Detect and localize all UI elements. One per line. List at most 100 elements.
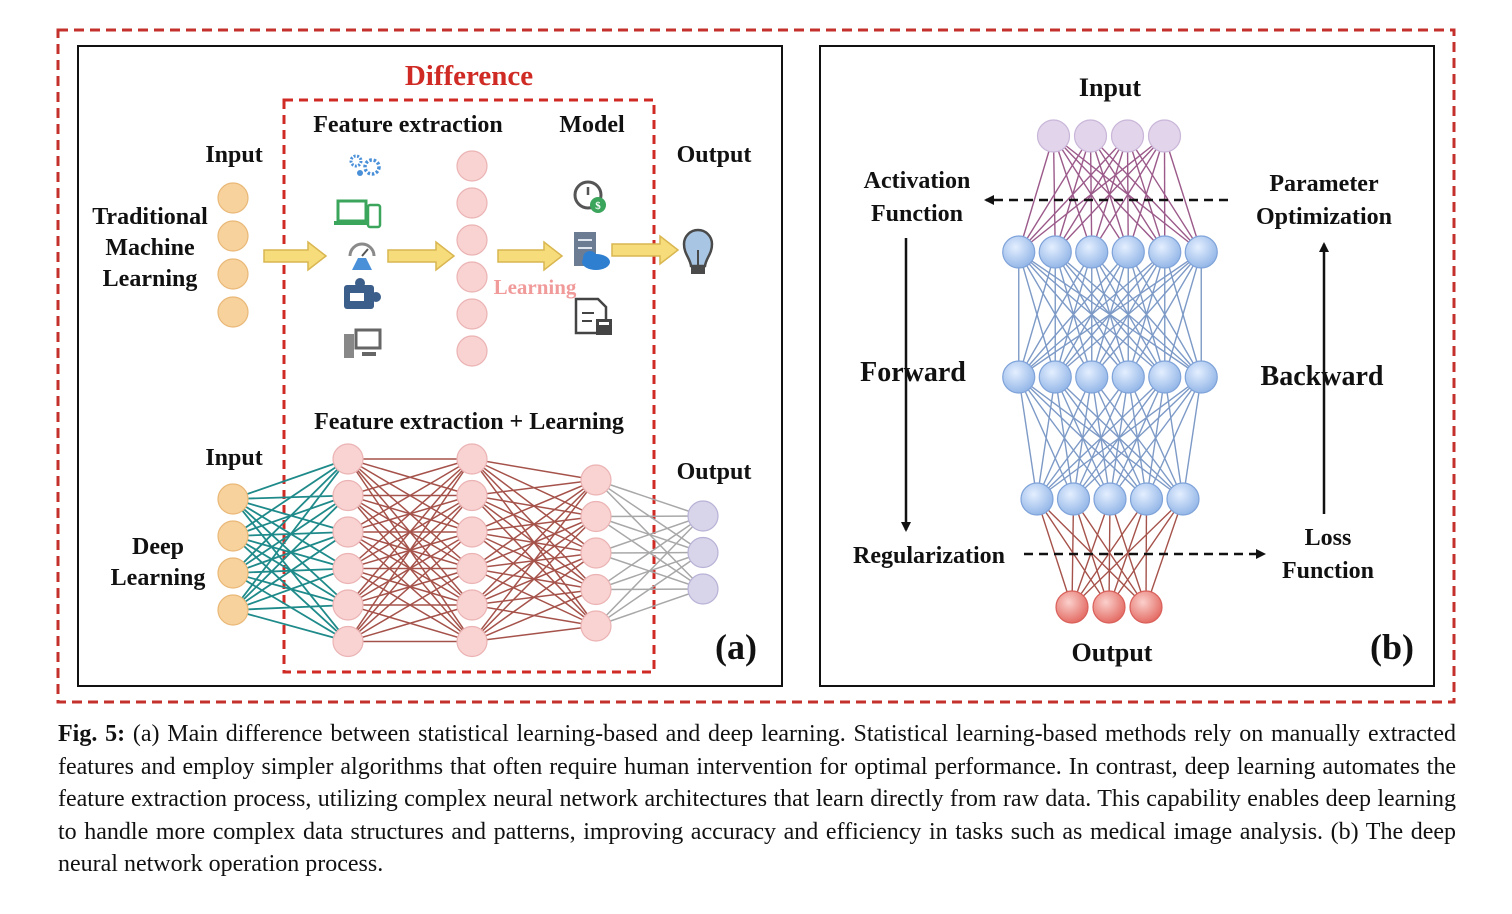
network-edge xyxy=(1054,135,1166,253)
network-edge xyxy=(1145,376,1202,500)
network-edge xyxy=(347,458,473,497)
network-edge xyxy=(1036,376,1056,500)
activation-label-1: Activation xyxy=(864,168,971,194)
input-node xyxy=(217,483,249,515)
b-output-node xyxy=(1129,590,1163,624)
network-edge xyxy=(1018,135,1055,253)
network-edge xyxy=(1036,376,1202,500)
hidden-node xyxy=(580,500,612,533)
hidden-node xyxy=(332,625,364,658)
network-edge xyxy=(595,515,704,554)
b-hidden-node xyxy=(1020,482,1054,516)
output-node xyxy=(687,536,719,569)
network-edge xyxy=(1163,135,1202,253)
network-edge xyxy=(1127,251,1202,378)
hidden-node xyxy=(580,610,612,642)
traditional-row-label-3: Learning xyxy=(103,266,198,292)
input-node xyxy=(217,594,249,626)
gauge-flask-icon xyxy=(348,242,376,270)
network-edge xyxy=(1036,376,1093,500)
network-edge xyxy=(1164,251,1202,378)
network-edge xyxy=(1018,251,1056,378)
network-edge xyxy=(471,515,597,643)
yellow-arrow xyxy=(611,234,680,266)
activation-label-2: Function xyxy=(871,201,963,227)
network-edge xyxy=(1071,498,1148,608)
network-edge xyxy=(1018,251,1129,378)
network-edge xyxy=(347,458,473,642)
input-node xyxy=(217,520,249,552)
b-hidden-node xyxy=(1038,235,1072,269)
network-edge xyxy=(471,458,597,481)
network-edge xyxy=(232,494,349,611)
network-edge xyxy=(595,479,704,517)
caption-label: Fig. 5: xyxy=(58,721,126,747)
hidden-node xyxy=(332,589,364,621)
panel-b-tag: (b) xyxy=(1370,627,1414,667)
b-hidden-node xyxy=(1002,360,1036,394)
panel-a-tag: (a) xyxy=(715,627,757,667)
network-edge xyxy=(232,458,349,500)
network-edge xyxy=(347,531,473,643)
difference-box xyxy=(282,98,656,674)
network-edge xyxy=(1036,376,1129,500)
b-hidden-node xyxy=(1002,235,1036,269)
b-hidden-node xyxy=(1093,482,1127,516)
computer-icon xyxy=(344,328,382,358)
feature-node xyxy=(456,187,488,219)
b-hidden-node xyxy=(1184,235,1218,269)
input-node xyxy=(217,258,249,290)
network-edge xyxy=(595,515,704,518)
deep-input-label: Input xyxy=(205,445,262,471)
b-input-node xyxy=(1073,119,1108,153)
network-edge xyxy=(595,515,704,591)
b-hidden-node xyxy=(1166,482,1200,516)
network-edge xyxy=(471,479,597,606)
hidden-node xyxy=(456,479,488,512)
traditional-row-label-1: Traditional xyxy=(92,204,208,230)
regularization-label: Regularization xyxy=(853,543,1005,569)
b-hidden-node xyxy=(1184,360,1218,394)
input-node xyxy=(217,296,249,328)
network-edge xyxy=(1182,376,1202,500)
b-output-node xyxy=(1092,590,1126,624)
b-hidden-node xyxy=(1148,235,1182,269)
output-node xyxy=(687,573,719,605)
hidden-node xyxy=(456,443,488,475)
panel-b-frame xyxy=(819,45,1435,687)
lightbulb-icon xyxy=(682,228,714,274)
network-edge xyxy=(232,567,349,611)
hidden-node xyxy=(332,552,364,585)
input-node xyxy=(217,182,249,214)
parameter-label-1: Parameter xyxy=(1269,171,1379,197)
network-edge xyxy=(347,567,473,643)
network-edge xyxy=(1109,376,1202,500)
b-hidden-node xyxy=(1111,235,1145,269)
deep-output-label: Output xyxy=(677,459,752,485)
hidden-node xyxy=(456,589,488,621)
deep-row-label-2: Learning xyxy=(111,565,206,591)
learning-label: Learning xyxy=(494,275,577,299)
b-input-node xyxy=(1147,119,1182,153)
network-edge xyxy=(595,551,704,627)
network-edge xyxy=(347,604,473,643)
forward-label: Forward xyxy=(860,357,966,388)
yellow-arrow xyxy=(497,240,564,272)
b-input-node xyxy=(1110,119,1145,153)
network-edge xyxy=(471,479,597,642)
svg-text:$: $ xyxy=(595,200,601,212)
clock-money-icon: $ xyxy=(573,180,606,213)
network-edge xyxy=(1018,135,1165,253)
b-output-node xyxy=(1055,590,1089,624)
network-edge xyxy=(347,458,473,533)
model-label: Model xyxy=(559,112,625,138)
gears-icon xyxy=(349,154,381,176)
b-hidden-node xyxy=(1129,482,1164,516)
feature-node xyxy=(456,224,488,256)
devices-icon xyxy=(334,199,382,229)
network-edge xyxy=(471,479,597,570)
b-hidden-node xyxy=(1075,360,1109,394)
document-calculator-icon xyxy=(574,297,612,335)
hidden-node xyxy=(580,464,612,496)
parameter-label-2: Optimization xyxy=(1256,204,1392,230)
